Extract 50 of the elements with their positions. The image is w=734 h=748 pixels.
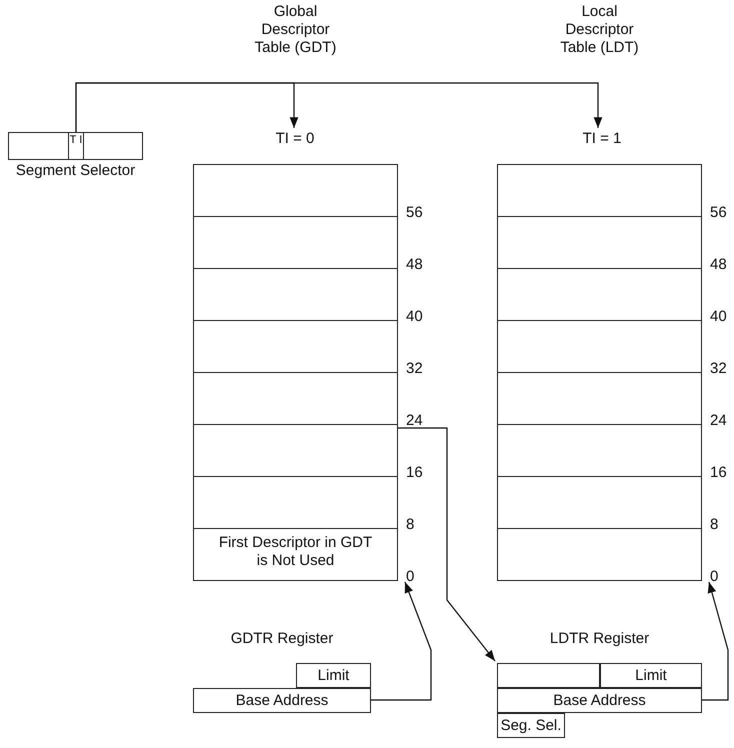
descriptor-row (497, 164, 702, 217)
byte-offset-label: 32 (406, 360, 423, 378)
byte-offset-label: 0 (710, 568, 718, 586)
register-field: Base Address (193, 688, 371, 713)
byte-offset-label: 16 (710, 464, 727, 482)
descriptor-row (193, 216, 398, 269)
byte-offset-label: 24 (710, 412, 727, 430)
descriptor-row (497, 216, 702, 269)
byte-offset-label: 40 (710, 308, 727, 326)
descriptor-row (193, 164, 398, 217)
register-caption: Segment Selector (14, 162, 136, 180)
register-field: Limit (296, 663, 371, 688)
byte-offset-label: 16 (406, 464, 423, 482)
byte-offset-label: 0 (406, 568, 414, 586)
byte-offset-label: 56 (710, 204, 727, 222)
register-field: Limit (600, 663, 702, 688)
descriptor-row (193, 424, 398, 477)
table-heading: Global Descriptor Table (GDT) (254, 3, 338, 57)
byte-offset-label: 48 (710, 256, 727, 274)
register-field: Seg. Sel. (497, 713, 565, 738)
register-field: T I (68, 132, 84, 160)
table-indicator-label: TI = 0 (274, 130, 316, 148)
arrow (702, 582, 729, 701)
byte-offset-label: 32 (710, 360, 727, 378)
byte-offset-label: 8 (710, 516, 718, 534)
descriptor-row (193, 372, 398, 425)
descriptor-row (497, 268, 702, 321)
register-caption: LDTR Register (548, 630, 650, 648)
byte-offset-label: 24 (406, 412, 423, 430)
descriptor-row: First Descriptor in GDT is Not Used (193, 528, 398, 581)
table-indicator-label: TI = 1 (582, 130, 622, 148)
arrow (398, 427, 496, 662)
descriptor-row (497, 528, 702, 581)
descriptor-row (497, 320, 702, 373)
byte-offset-label: 40 (406, 308, 423, 326)
descriptor-row (497, 372, 702, 425)
descriptor-row (193, 268, 398, 321)
byte-offset-label: 8 (406, 516, 414, 534)
arrow (371, 582, 432, 701)
register-field: Base Address (497, 688, 702, 713)
arrow (75, 82, 602, 132)
descriptor-row (193, 476, 398, 529)
byte-offset-label: 56 (406, 204, 423, 222)
register-caption: GDTR Register (230, 630, 334, 648)
descriptor-row (193, 320, 398, 373)
table-heading: Local Descriptor Table (LDT) (559, 3, 640, 57)
descriptor-row (497, 476, 702, 529)
byte-offset-label: 48 (406, 256, 423, 274)
descriptor-row (497, 424, 702, 477)
register-field (497, 663, 600, 688)
